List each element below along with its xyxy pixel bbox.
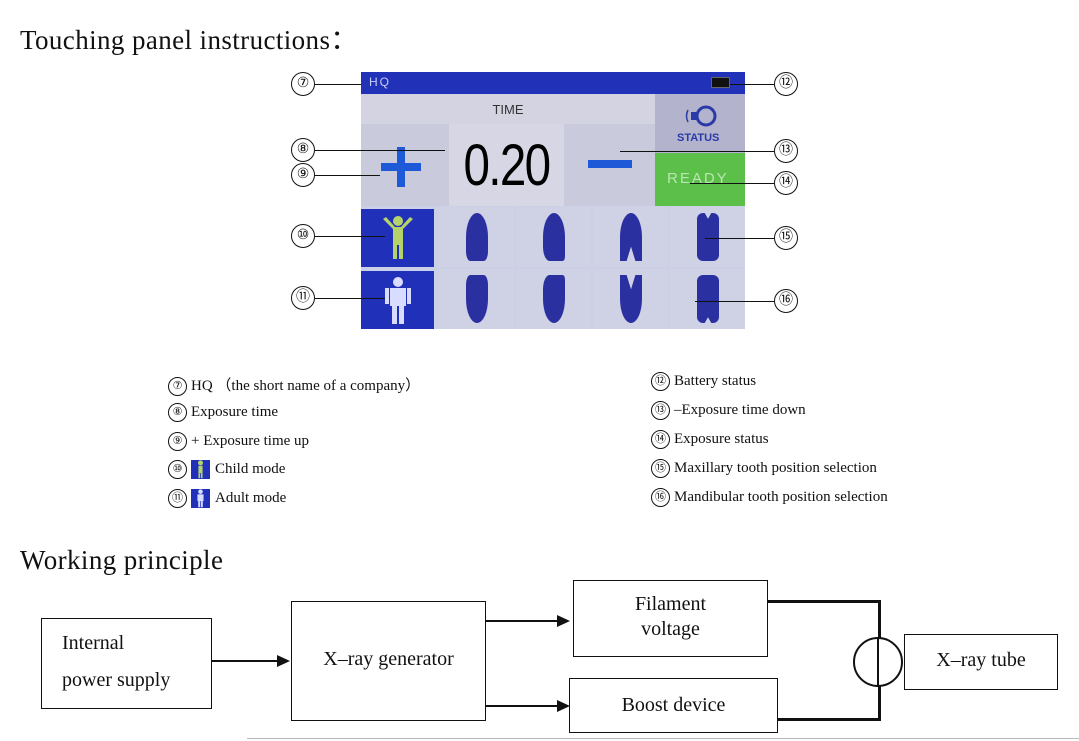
adult-icon	[191, 489, 210, 508]
legend-item-13: ⑬–Exposure time down	[651, 401, 806, 420]
status-label: STATUS	[677, 132, 720, 144]
time-up-button[interactable]	[361, 124, 449, 206]
tooth-icon	[543, 275, 565, 323]
callout-13: ⑬	[774, 139, 798, 163]
minus-icon	[588, 160, 632, 168]
mandibular-tooth-4[interactable]	[670, 269, 745, 329]
mandibular-tooth-1[interactable]	[439, 269, 514, 329]
company-label: HQ	[369, 75, 391, 89]
child-icon	[191, 460, 210, 479]
callout-16: ⑯	[774, 289, 798, 313]
maxillary-tooth-1[interactable]	[439, 207, 514, 267]
panel-instructions-heading: Touching panel instructions：	[20, 25, 358, 55]
battery-icon	[711, 77, 730, 88]
maxillary-tooth-3[interactable]	[593, 207, 668, 267]
callout-7: ⑦	[291, 72, 315, 96]
tooth-icon	[466, 213, 488, 261]
exposure-status: READY	[655, 153, 745, 206]
callout-11: ⑪	[291, 286, 315, 310]
tooth-icon	[543, 213, 565, 261]
legend-item-9: ⑨+ Exposure time up	[168, 432, 309, 451]
power-supply-box: Internal power supply	[41, 618, 212, 709]
callout-14: ⑭	[774, 171, 798, 195]
working-principle-heading: Working principle	[20, 545, 224, 575]
time-label: TIME	[492, 102, 524, 117]
connector-circle	[853, 637, 903, 687]
callout-8: ⑧	[291, 138, 315, 162]
mandibular-tooth-2[interactable]	[516, 269, 591, 329]
status-button[interactable]: STATUS	[655, 94, 745, 153]
tooth-icon	[620, 213, 642, 261]
callout-15: ⑮	[774, 226, 798, 250]
exposure-time-display: 0.20	[449, 124, 564, 206]
child-icon	[383, 216, 413, 259]
maxillary-tooth-4[interactable]	[670, 207, 745, 267]
exposure-time-value: 0.20	[463, 133, 551, 198]
maxillary-tooth-2[interactable]	[516, 207, 591, 267]
adult-icon	[385, 277, 411, 324]
boost-device-box: Boost device	[569, 678, 778, 733]
tooth-icon	[697, 275, 719, 323]
filament-voltage-box: Filament voltage	[573, 580, 768, 657]
top-bar: HQ	[361, 72, 745, 94]
touch-panel: HQ TIME STATUS 0.20 READY	[361, 72, 745, 329]
xray-tube-box: X–ray tube	[904, 634, 1058, 690]
ready-label: READY	[667, 170, 729, 187]
callout-12: ⑫	[774, 72, 798, 96]
callout-9: ⑨	[291, 163, 315, 187]
callout-10: ⑩	[291, 224, 315, 248]
xray-generator-box: X–ray generator	[291, 601, 486, 721]
tooth-icon	[620, 275, 642, 323]
plus-icon	[381, 147, 421, 187]
adult-mode-button[interactable]	[361, 271, 434, 329]
status-speaker-icon	[685, 105, 717, 127]
tooth-icon	[466, 275, 488, 323]
time-down-button[interactable]	[564, 124, 655, 206]
time-header: TIME	[361, 94, 655, 124]
tooth-icon	[697, 213, 719, 261]
child-mode-button[interactable]	[361, 209, 434, 267]
mandibular-tooth-3[interactable]	[593, 269, 668, 329]
